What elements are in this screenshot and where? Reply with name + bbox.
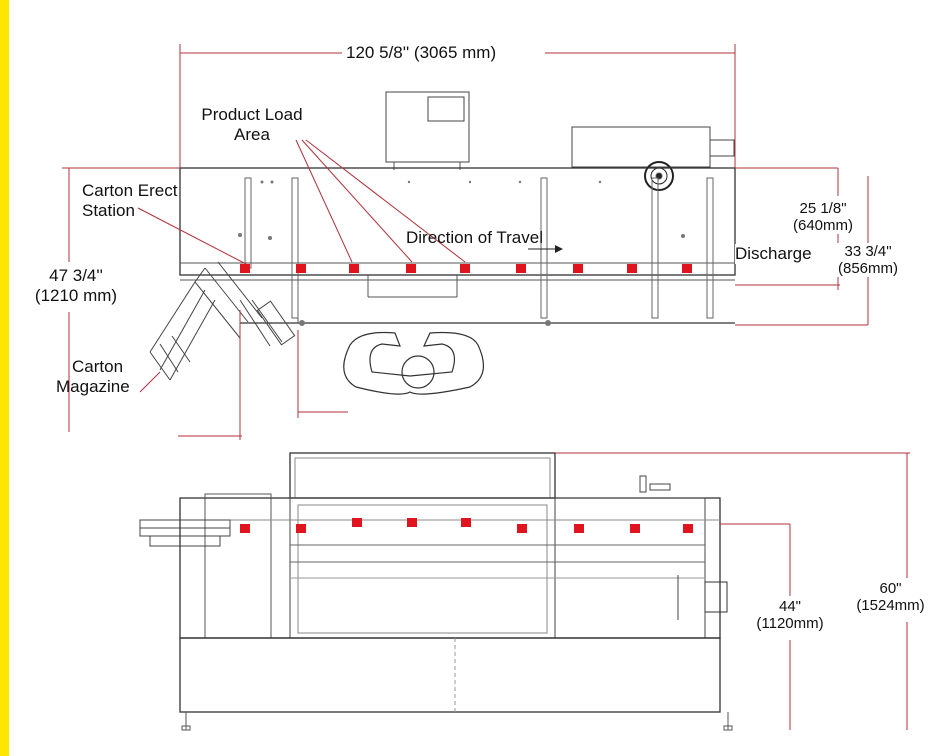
side-frame <box>179 497 721 639</box>
dim-b-line2: (856mm) <box>837 260 898 277</box>
drive-wheel <box>644 161 674 191</box>
product-load-area-label: Product Load Area <box>192 105 312 145</box>
carton-magazine-line1: Carton <box>72 357 124 376</box>
dim-a-line1: 25 1/8" <box>799 200 847 217</box>
overall-height-line2: (1524mm) <box>856 597 925 614</box>
dimension-a-label: 25 1/8" (640mm) <box>790 200 856 234</box>
dim-a-line2: (640mm) <box>792 217 853 234</box>
overall-height-label: 60" (1524mm) <box>850 580 931 614</box>
width-line1: 47 3/4'' <box>49 266 103 285</box>
hood <box>289 452 556 499</box>
carton-erect-station-label: Carton Erect Station <box>82 181 177 221</box>
discharge-label: Discharge <box>735 244 812 264</box>
motor <box>704 581 728 613</box>
dim-b-line1: 33 3/4" <box>844 243 892 260</box>
product-load-area-line2: Area <box>234 125 270 144</box>
infeed-assembly <box>139 519 231 547</box>
side-view-markers <box>240 518 693 533</box>
carton-erect-line2: Station <box>82 201 135 220</box>
side-view <box>139 452 910 731</box>
overall-length-label: 120 5/8'' (3065 mm) <box>346 43 497 62</box>
width-dimension-label: 47 3/4'' (1210 mm) <box>24 266 128 306</box>
operator-figure <box>343 331 485 395</box>
overall-height-line1: 60" <box>879 580 902 597</box>
dimension-b-label: 33 3/4" (856mm) <box>828 243 908 277</box>
conveyor-height-label: 44" (1120mm) <box>748 598 832 632</box>
direction-of-travel-label: Direction of Travel <box>406 228 543 247</box>
width-line2: (1210 mm) <box>34 286 118 305</box>
product-load-area-line1: Product Load <box>201 105 303 124</box>
conveyor-height-line1: 44" <box>778 598 801 615</box>
carton-magazine-line2: Magazine <box>56 377 130 396</box>
carton-erect-line1: Carton Erect <box>82 181 178 200</box>
carton-magazine-frame <box>149 261 296 381</box>
top-view <box>62 44 869 440</box>
frame-posts <box>244 177 714 319</box>
carton-magazine-label: Carton Magazine <box>56 357 130 397</box>
conveyor-height-line2: (1120mm) <box>756 615 824 632</box>
top-view-markers <box>240 264 692 273</box>
gearbox <box>571 126 711 168</box>
length-dimension-line <box>179 44 736 168</box>
control-panel <box>385 91 470 163</box>
